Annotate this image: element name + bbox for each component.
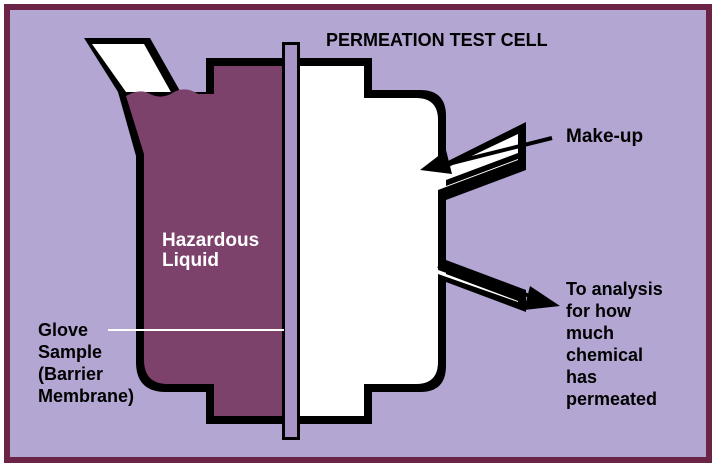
analysis-label-line2: for how	[566, 301, 632, 321]
glove-membrane	[285, 45, 297, 437]
analysis-label-line4: chemical	[566, 345, 643, 365]
makeup-label: Make-up	[566, 126, 643, 147]
diagram-title: PERMEATION TEST CELL	[326, 30, 548, 50]
makeup-tube-stripe	[446, 150, 526, 186]
pour-spout-interior	[92, 44, 172, 94]
analysis-label-line3: much	[566, 323, 614, 343]
analysis-label-line1: To analysis	[566, 279, 663, 299]
analysis-label-line6: permeated	[566, 389, 657, 409]
hazardous-label-line1: Hazardous	[162, 230, 259, 251]
analysis-arrow-head	[524, 286, 560, 310]
hazardous-label-line2: Liquid	[162, 250, 219, 271]
makeup-arrow-head	[420, 150, 452, 174]
glove-label-line3: (Barrier	[38, 364, 103, 384]
glove-label-line1: Glove	[38, 320, 88, 340]
makeup-arrow-shaft	[447, 136, 553, 166]
analysis-label-line5: has	[566, 367, 597, 387]
glove-label-line4: Membrane)	[38, 386, 134, 406]
hazardous-liquid	[126, 66, 284, 416]
analysis-arrow-shaft	[437, 264, 531, 298]
glove-label-line2: Sample	[38, 342, 102, 362]
cell-interior	[296, 66, 518, 416]
